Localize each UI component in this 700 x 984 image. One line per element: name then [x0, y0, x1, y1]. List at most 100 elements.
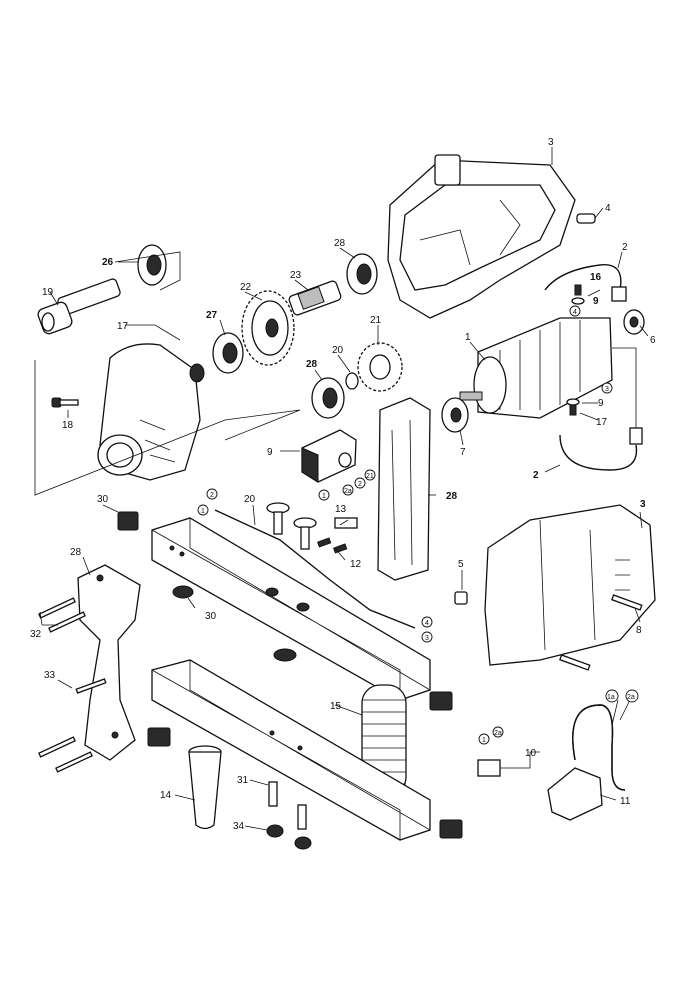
screw-part — [51, 397, 79, 408]
gear-part — [357, 342, 403, 392]
carbon-brush-part — [477, 759, 501, 777]
clamp-part — [334, 517, 358, 529]
nut-part — [266, 824, 284, 838]
connector-part — [629, 427, 643, 445]
part-label-28b: 27 — [206, 310, 218, 321]
screw-part — [569, 404, 577, 416]
part-label-28a: 26 — [102, 257, 114, 268]
part-label-7: 7 — [460, 447, 466, 458]
bearing-part — [212, 332, 244, 374]
bearing-part — [623, 309, 645, 335]
part-label-10: 9 — [267, 447, 273, 458]
handle-part — [77, 564, 141, 761]
gear-part — [241, 290, 295, 366]
part-label-11: 10 — [525, 748, 537, 759]
end-cap-part — [439, 819, 463, 839]
wire-marker: 2a — [627, 694, 635, 701]
part-label-3b: 3 — [640, 499, 646, 510]
motor-housing-part — [484, 504, 656, 666]
foot-part — [273, 648, 297, 662]
part-label-2b: 2 — [533, 470, 539, 481]
shaft-part — [37, 278, 121, 335]
wire-marker: 2a — [494, 730, 502, 737]
wire-marker: 2 — [358, 481, 362, 488]
wire-marker: 1 — [482, 737, 486, 744]
part-label-35: 33 — [44, 670, 56, 681]
part-label-18: 17 — [117, 321, 129, 332]
pinion-part — [189, 363, 205, 383]
bearing-part — [346, 253, 378, 295]
connector-part — [611, 286, 627, 302]
part-label-34: 32 — [30, 629, 42, 640]
part-label-14: 13 — [335, 504, 347, 515]
screw-part — [293, 517, 317, 550]
part-label-15: 14 — [160, 790, 172, 801]
leader-lines — [34, 147, 649, 831]
wire-marker: 21 — [366, 473, 374, 480]
armature-shaft-part — [288, 280, 342, 316]
screw-part — [559, 654, 591, 671]
part-label-6: 6 — [650, 335, 656, 346]
handle-cover-part — [377, 397, 431, 581]
part-label-32: 30 — [205, 611, 217, 622]
part-label-1: 1 — [465, 332, 471, 343]
lead-wire-part — [559, 434, 638, 471]
wire-marker: 3 — [605, 386, 609, 393]
sleeve-part — [188, 745, 222, 830]
part-label-28d: 28 — [306, 359, 318, 370]
gear-housing-part — [97, 343, 201, 481]
screw-part — [317, 537, 332, 548]
part-label-31: 30 — [97, 494, 109, 505]
part-label-17b: 17 — [596, 417, 608, 428]
wire-marker: 4 — [573, 309, 577, 316]
screw-part — [574, 284, 582, 296]
wire-marker: 4 — [425, 620, 429, 627]
washer-part — [345, 372, 359, 390]
washer-part — [571, 297, 585, 305]
bearing-part — [441, 397, 469, 433]
wire-marker: 3 — [425, 635, 429, 642]
wire-marker: 1 — [322, 493, 326, 500]
part-label-26: 22 — [240, 282, 252, 293]
part-label-30: 28 — [446, 491, 458, 502]
screw-part — [38, 597, 76, 619]
part-label-21: 20 — [244, 494, 256, 505]
pin-part — [576, 213, 596, 224]
wire-markers: 2 1 1 2a 2 21 4 3 4 3 1 2a 1a 2a — [197, 305, 639, 745]
wire-marker: 2 — [210, 492, 214, 499]
bolt-part — [297, 804, 307, 830]
foot-part — [172, 585, 194, 599]
bearing-part — [311, 377, 345, 419]
part-label-2: 2 — [622, 242, 628, 253]
motor-part — [459, 317, 613, 419]
part-label-19: 18 — [62, 420, 74, 431]
end-cap-part — [429, 691, 453, 711]
part-label-30b: 28 — [70, 547, 82, 558]
screw-part — [55, 751, 93, 773]
part-label-12: 11 — [620, 796, 631, 807]
part-label-33: 31 — [237, 775, 249, 786]
nut-part — [294, 836, 312, 850]
part-label-5: 5 — [458, 559, 464, 570]
screw-part — [38, 736, 76, 758]
screw-part — [266, 502, 290, 535]
wire-marker: 2a — [344, 488, 352, 495]
bearing-part — [137, 244, 167, 286]
end-cap-part — [147, 727, 171, 747]
part-label-22: 20 — [332, 345, 344, 356]
lower-rail-part — [151, 659, 431, 841]
part-label-13: 12 — [350, 559, 362, 570]
wire-marker: 1 — [201, 508, 205, 515]
cable-part — [214, 509, 416, 629]
part-label-4: 4 — [605, 203, 611, 214]
part-label-9b: 9 — [598, 398, 604, 409]
screw-part — [48, 611, 86, 633]
part-label-16: 15 — [330, 701, 342, 712]
part-label-8: 8 — [636, 625, 642, 636]
part-label-20: 19 — [42, 287, 54, 298]
washer-part — [566, 398, 580, 406]
end-cap-part — [117, 511, 139, 531]
part-label-17: 16 — [590, 272, 602, 283]
screw-part — [611, 594, 643, 611]
